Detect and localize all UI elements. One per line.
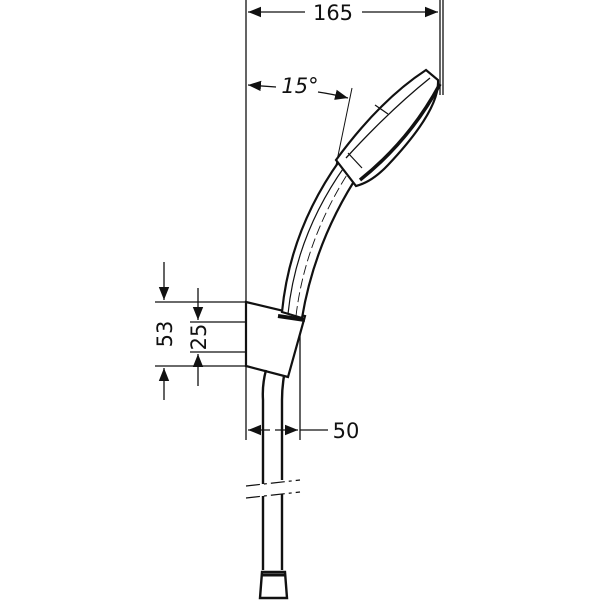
shower-head (334, 68, 442, 188)
label-165: 165 (313, 1, 353, 25)
shower-handle (280, 158, 362, 320)
label-53: 53 (153, 321, 177, 348)
hose-nut (258, 570, 289, 600)
label-50: 50 (333, 419, 360, 443)
dimension-holder-depth: 50 (248, 419, 359, 443)
label-25: 25 (187, 324, 211, 351)
label-15-degrees: 15° (281, 74, 318, 98)
dimension-holder-height: 53 25 (153, 262, 211, 400)
hose (245, 369, 301, 570)
dimension-overall-width: 165 (248, 1, 438, 25)
